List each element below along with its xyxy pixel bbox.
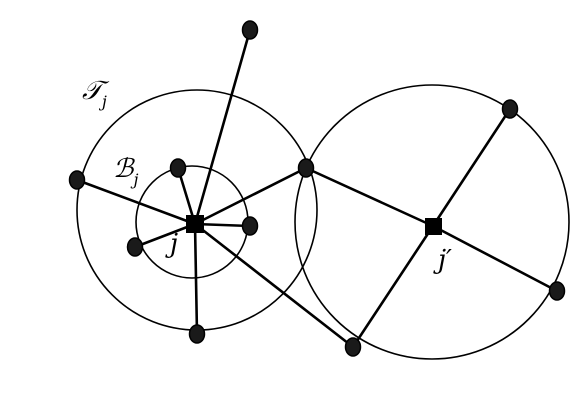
hubs (186, 215, 442, 235)
edge-jprime-shared-bottom (351, 224, 435, 349)
node-top (241, 20, 259, 40)
node-shared-top (297, 158, 315, 178)
node-inner-left (126, 237, 144, 257)
node-bottom-right (548, 281, 566, 301)
edge-jprime-top-right (431, 107, 512, 228)
edges (75, 28, 559, 349)
node-inner-right (241, 216, 259, 236)
circles (76, 84, 570, 360)
edge-j-shared-bottom (193, 222, 355, 349)
edge-j-top (193, 28, 252, 226)
edge-jprime-bottom-right (431, 224, 559, 293)
label-B-j: ℬj (113, 154, 138, 189)
edge-j-inner-right (193, 222, 252, 228)
edge-j-shared-top (193, 166, 308, 226)
node-inner-top (169, 158, 187, 178)
edge-j-left (75, 178, 197, 226)
edge-j-bottom (193, 222, 199, 336)
node-shared-bottom (344, 337, 362, 357)
nodes (68, 20, 566, 357)
edge-j-inner-left (133, 222, 197, 249)
node-left (68, 170, 86, 190)
node-bottom (188, 324, 206, 344)
circle-j-prime (294, 84, 570, 360)
label-T-j: 𝒯j (82, 76, 110, 111)
node-top-right (501, 99, 519, 119)
edge-j-inner-top (176, 166, 197, 226)
label-j-prime: j′ (433, 245, 452, 275)
edge-jprime-shared-top (304, 166, 435, 228)
hub-j-prime (425, 218, 442, 235)
hub-j (186, 215, 204, 233)
